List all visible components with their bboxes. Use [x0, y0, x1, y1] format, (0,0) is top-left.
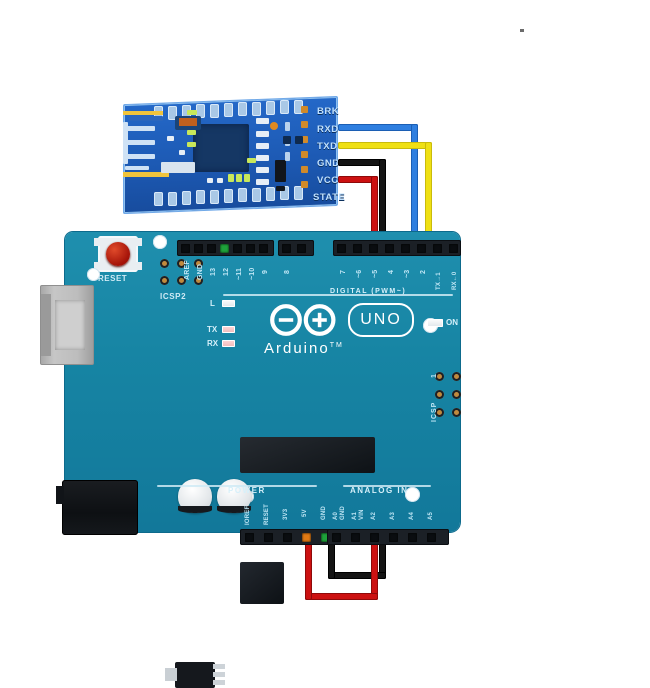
pin-label-6: ~6: [356, 269, 363, 278]
usb-port-opening: [55, 300, 85, 350]
icsp2-header[interactable]: [160, 259, 206, 289]
pin-label-gnd-digital: GND: [197, 263, 204, 280]
pin-label-3v3: 3V3: [283, 508, 289, 520]
pin-label-12: 12: [223, 267, 230, 276]
icsp-pin1-label: 1: [431, 373, 438, 378]
usb-connector: [40, 285, 94, 365]
analog-header[interactable]: [327, 529, 449, 545]
led-on: [427, 319, 443, 327]
wire-rxd-blue-v: [411, 124, 418, 254]
led-l: [222, 300, 235, 307]
bt-components: [123, 100, 338, 210]
wire-vcc-red-h-top: [338, 176, 378, 183]
led-label-on: ON: [446, 318, 458, 327]
bt-pin-label-txd: TXD: [317, 141, 338, 152]
analog-section-label: ANALOG IN: [350, 486, 409, 495]
pin-label-a1: A1: [352, 511, 358, 520]
digital-header-left2[interactable]: [278, 240, 314, 256]
pin-label-a0: A0: [333, 511, 339, 520]
pin-label-11: ~11: [236, 267, 243, 280]
uno-badge-text: UNO: [360, 311, 402, 328]
digital-header-left[interactable]: [177, 240, 274, 256]
led-label-tx: TX: [207, 325, 218, 334]
bt-pin-label-vcc: VCC: [317, 175, 339, 186]
pin-label-a5: A5: [428, 511, 434, 520]
pin-label-a3: A3: [390, 511, 396, 520]
pin-label-8: 8: [284, 269, 291, 274]
led-label-l: L: [210, 299, 215, 308]
pin-label-ioref: IOREF: [245, 505, 251, 525]
pin-label-10: ~10: [249, 267, 256, 280]
arduino-wordmark-text: Arduino: [264, 340, 330, 357]
electrolytic-capacitor-1: [178, 479, 212, 513]
pin-label-vin: VIN: [359, 509, 365, 520]
reset-button-cap[interactable]: [106, 242, 130, 266]
icsp-label: ICSP: [431, 401, 438, 422]
wire-vcc-red-h-bottom: [305, 593, 378, 600]
led-rx: [222, 340, 235, 347]
bt-pin-label-state: STATE: [313, 192, 346, 203]
bt-pin-label-brk: BRK: [317, 106, 340, 117]
diagram-canvas: BRK RXD TXD GND VCC STATE RESET: [40, 29, 524, 688]
bt-pin-label-gnd: GND: [317, 158, 340, 169]
uno-badge: UNO: [348, 303, 414, 337]
wire-rxd-blue-h: [338, 124, 418, 131]
ic-chip-large: [240, 437, 375, 473]
pin-label-7: 7: [340, 269, 347, 274]
power-section-label: POWER: [228, 486, 266, 495]
mounting-hole-top: [153, 235, 167, 249]
image-artifact-dot: [520, 29, 524, 32]
microcontroller-chip: [240, 562, 284, 604]
pin-label-5: ~5: [372, 269, 379, 278]
pin-label-4: 4: [388, 269, 395, 274]
reset-label: RESET: [98, 274, 128, 283]
mounting-hole-left: [87, 268, 100, 281]
electrolytic-capacitor-2: [217, 479, 251, 513]
digital-header-right[interactable]: [333, 240, 461, 256]
pin-label-9: 9: [262, 269, 269, 274]
led-tx: [222, 326, 235, 333]
wire-gnd-black-h-bottom: [328, 572, 386, 579]
pin-label-gnd-2: GND: [340, 506, 346, 520]
led-label-rx: RX: [207, 339, 219, 348]
pin-label-rx0: RX←0: [452, 271, 458, 290]
wire-gnd-black-h-top: [338, 159, 386, 166]
pin-label-5v: 5V: [302, 509, 308, 517]
barrel-power-jack: [56, 480, 138, 535]
pin-label-a4: A4: [409, 511, 415, 520]
mounting-hole-bottom-right: [405, 487, 420, 502]
pin-label-gnd-1: GND: [321, 506, 327, 520]
pin-label-3: ~3: [404, 269, 411, 278]
pin-label-aref: AREF: [184, 260, 191, 280]
reset-button[interactable]: [94, 236, 142, 272]
wire-gnd-black-v-short: [328, 535, 335, 579]
wire-txd-yellow-h: [338, 142, 432, 149]
pin-label-tx1: TX→1: [436, 272, 442, 290]
voltage-regulator: [165, 662, 225, 688]
arduino-trademark: TM: [329, 342, 344, 349]
digital-section-label: DIGITAL (PWM~): [330, 288, 407, 295]
wire-txd-yellow-v: [425, 142, 432, 254]
pin-label-13: 13: [210, 267, 217, 276]
pin-label-2: 2: [420, 269, 427, 274]
bluetooth-serial-module: [123, 95, 338, 215]
arduino-infinity-logo: [270, 304, 336, 336]
icsp-header[interactable]: [435, 372, 465, 418]
pin-label-a2: A2: [371, 511, 377, 520]
pin-label-reset-power: RESET: [264, 503, 270, 525]
bt-pin-label-rxd: RXD: [317, 124, 339, 135]
arduino-wordmark: ArduinoTM: [264, 340, 344, 357]
icsp2-label: ICSP2: [160, 292, 187, 301]
wire-vcc-red-v-short: [305, 535, 312, 600]
